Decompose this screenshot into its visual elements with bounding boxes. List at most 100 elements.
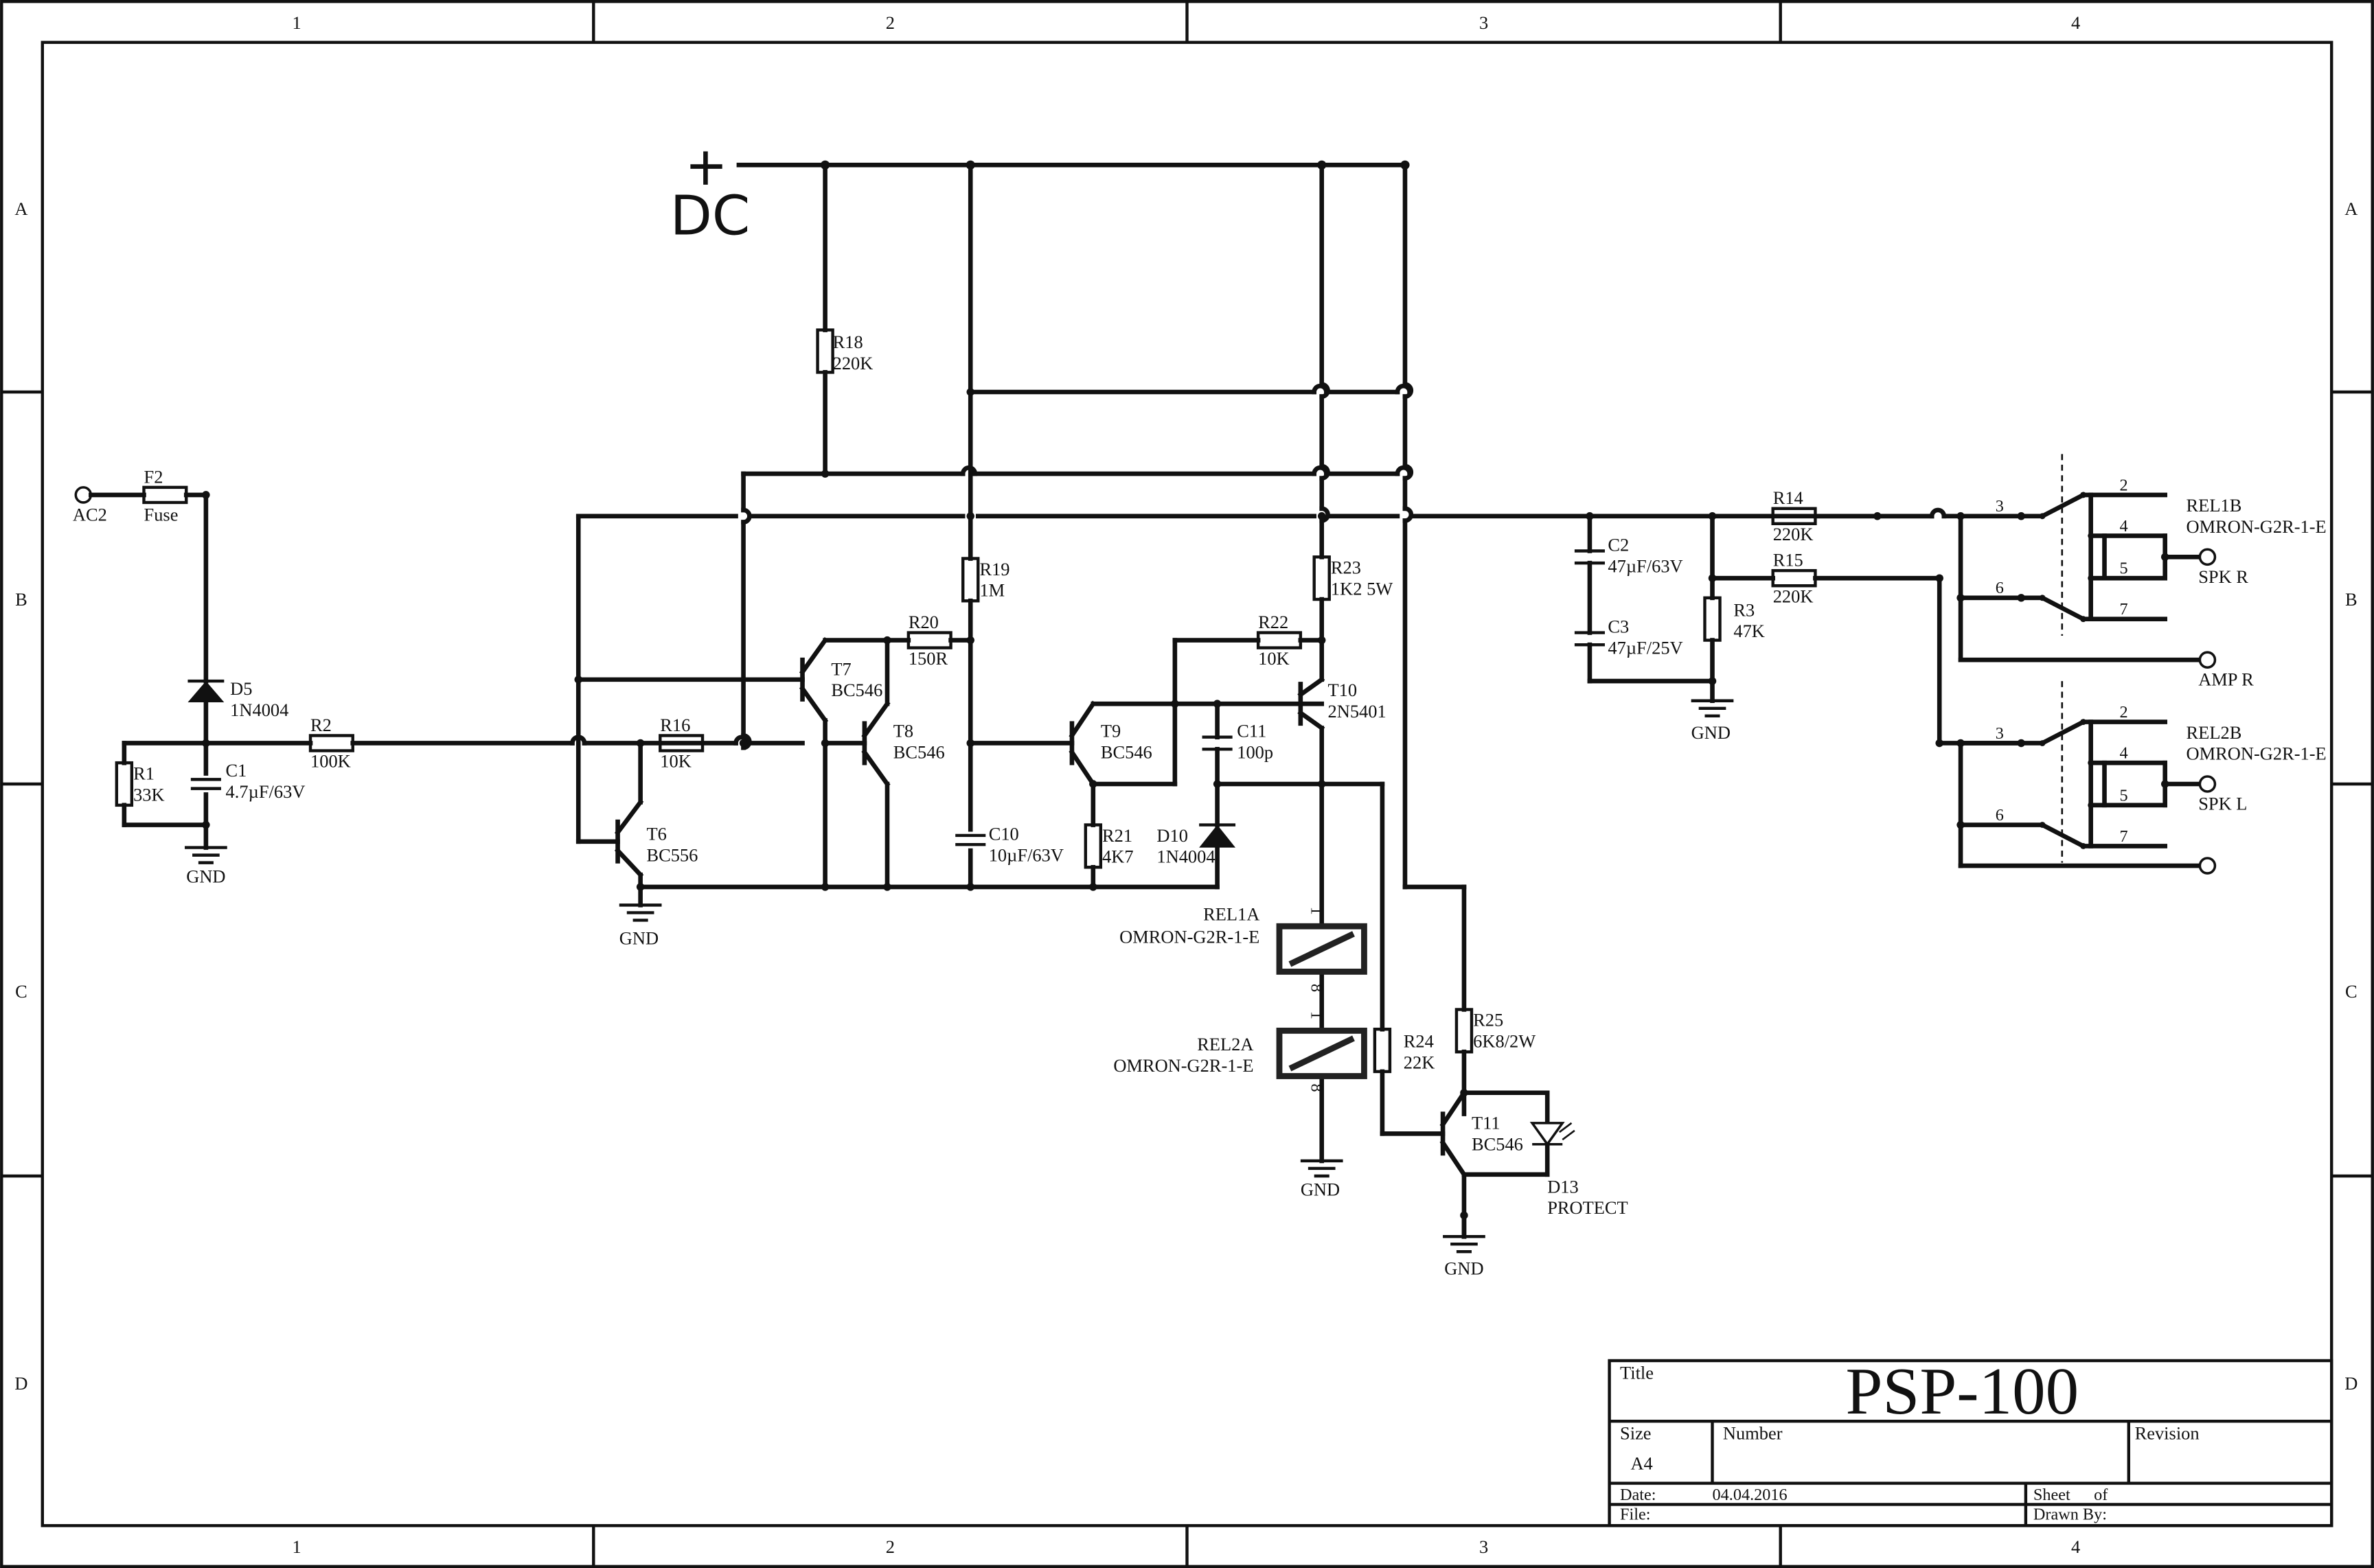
c3-ref: C3 <box>1608 616 1629 637</box>
r15-value: 220K <box>1773 586 1814 606</box>
resistor-r2 <box>308 734 354 752</box>
r18-ref: R18 <box>833 332 863 352</box>
row-label-a-right: A <box>2344 198 2358 219</box>
revision-label: Revision <box>2135 1423 2200 1444</box>
col-label-2: 2 <box>886 12 895 33</box>
date-value: 04.04.2016 <box>1713 1486 1788 1504</box>
rel2a-ref: REL2A <box>1197 1034 1253 1054</box>
c3-value: 47µF/25V <box>1608 637 1682 658</box>
rel2a-value: OMRON-G2R-1-E <box>1113 1055 1253 1076</box>
r16-value: 10K <box>660 751 692 772</box>
rel1a-value: OMRON-G2R-1-E <box>1119 926 1259 947</box>
ground-gnd1 <box>185 846 227 864</box>
of-label: of <box>2094 1486 2108 1504</box>
f2-ref: F2 <box>144 466 163 487</box>
rel1b-pin-7: 7 <box>2120 600 2128 619</box>
drawing-title: PSP-100 <box>1845 1354 2079 1428</box>
rel2b-pin-5: 5 <box>2120 786 2128 805</box>
relay-pin-numbers: 3 6 2 4 5 7 3 6 2 4 5 7 1 8 1 8 <box>1307 476 2127 1092</box>
row-label-a: A <box>14 198 27 219</box>
resistor-r24 <box>1373 1027 1392 1074</box>
ground-symbols <box>185 699 1734 1254</box>
rel1a-pin-8: 8 <box>1307 984 1325 992</box>
rel1a-ref: REL1A <box>1203 903 1259 924</box>
r1-ref: R1 <box>133 763 155 783</box>
r15-ref: R15 <box>1773 550 1803 570</box>
rel2a-pin-1: 1 <box>1307 1011 1325 1019</box>
gnd5-label: GND <box>1691 722 1731 743</box>
c1-ref: C1 <box>226 760 247 781</box>
r25-value: 6K8/2W <box>1473 1031 1536 1052</box>
resistor-r16 <box>659 734 705 752</box>
capacitor-c10 <box>955 833 986 846</box>
r19-ref: R19 <box>979 559 1009 579</box>
resistor-r23 <box>1312 555 1331 601</box>
r20-value: 150R <box>909 648 948 669</box>
d13-value: PROTECT <box>1547 1197 1628 1218</box>
row-label-c-right: C <box>2345 981 2358 1002</box>
col-label-3: 3 <box>1479 12 1488 33</box>
rel2b-pin-2: 2 <box>2120 703 2128 722</box>
r2-ref: R2 <box>310 715 332 735</box>
dc-supply: DC <box>670 151 1410 248</box>
r14-value: 220K <box>1773 524 1814 544</box>
title-label: Title <box>1620 1362 1654 1383</box>
c11-ref: C11 <box>1237 721 1266 741</box>
c11-value: 100p <box>1237 742 1273 763</box>
t6-value: BC556 <box>646 844 698 865</box>
diode-d10 <box>1199 823 1236 848</box>
r3-value: 47K <box>1733 621 1765 641</box>
rel1a-pin-1: 1 <box>1307 907 1325 915</box>
capacitor-c11 <box>1202 735 1233 751</box>
diode-d5 <box>187 679 225 702</box>
ground-gnd4 <box>1443 1234 1485 1254</box>
r23-value: 1K2 5W <box>1331 578 1393 599</box>
wiring <box>74 162 2202 1239</box>
sheet-label: Sheet <box>2033 1486 2070 1504</box>
resistor-r18 <box>816 328 834 374</box>
c10-ref: C10 <box>989 824 1019 844</box>
t9-ref: T9 <box>1101 721 1121 741</box>
spk-r-label: SPK R <box>2198 566 2248 587</box>
col-label-3-bottom: 3 <box>1479 1536 1488 1557</box>
resistor-r21 <box>1084 823 1103 869</box>
relay-coil-rel1a <box>1276 923 1367 975</box>
r23-ref: R23 <box>1331 557 1361 578</box>
r18-value: 220K <box>833 353 874 373</box>
rel1b-pin-3: 3 <box>1996 497 2004 516</box>
r20-ref: R20 <box>909 612 939 632</box>
date-label: Date: <box>1620 1486 1656 1504</box>
drawn-by-label: Drawn By: <box>2033 1505 2107 1523</box>
amp-r-label: AMP R <box>2198 669 2254 690</box>
dc-label: DC <box>670 184 751 248</box>
r21-value: 4K7 <box>1102 846 1134 867</box>
junctions <box>202 388 2169 1220</box>
r14-ref: R14 <box>1773 487 1803 508</box>
led-d13 <box>1529 1122 1575 1146</box>
ac2-label: AC2 <box>73 504 107 524</box>
t9-value: BC546 <box>1101 742 1152 763</box>
row-label-b: B <box>15 589 27 610</box>
rel2b-pin-6: 6 <box>1996 806 2004 825</box>
gnd1-label: GND <box>186 866 225 886</box>
capacitor-c3 <box>1574 631 1605 647</box>
r1-value: 33K <box>133 784 165 805</box>
col-label-1: 1 <box>293 12 301 33</box>
resistor-r1 <box>115 761 134 807</box>
gnd3-label: GND <box>1301 1179 1340 1200</box>
capacitor-c1 <box>190 778 221 790</box>
rel1b-pin-4: 4 <box>2120 517 2128 535</box>
d10-value: 1N4004 <box>1156 846 1215 867</box>
r25-ref: R25 <box>1473 1010 1503 1030</box>
col-label-2-bottom: 2 <box>886 1536 895 1557</box>
rel2b-pin-3: 3 <box>1996 724 2004 743</box>
rel2b-value: OMRON-G2R-1-E <box>2187 743 2327 764</box>
r21-ref: R21 <box>1102 825 1132 846</box>
t7-ref: T7 <box>831 658 851 679</box>
f2-value: Fuse <box>144 504 179 524</box>
c10-value: 10µF/63V <box>989 844 1064 865</box>
fuse-f2 <box>142 485 188 505</box>
gnd4-label: GND <box>1444 1258 1483 1278</box>
t11-ref: T11 <box>1472 1113 1500 1133</box>
